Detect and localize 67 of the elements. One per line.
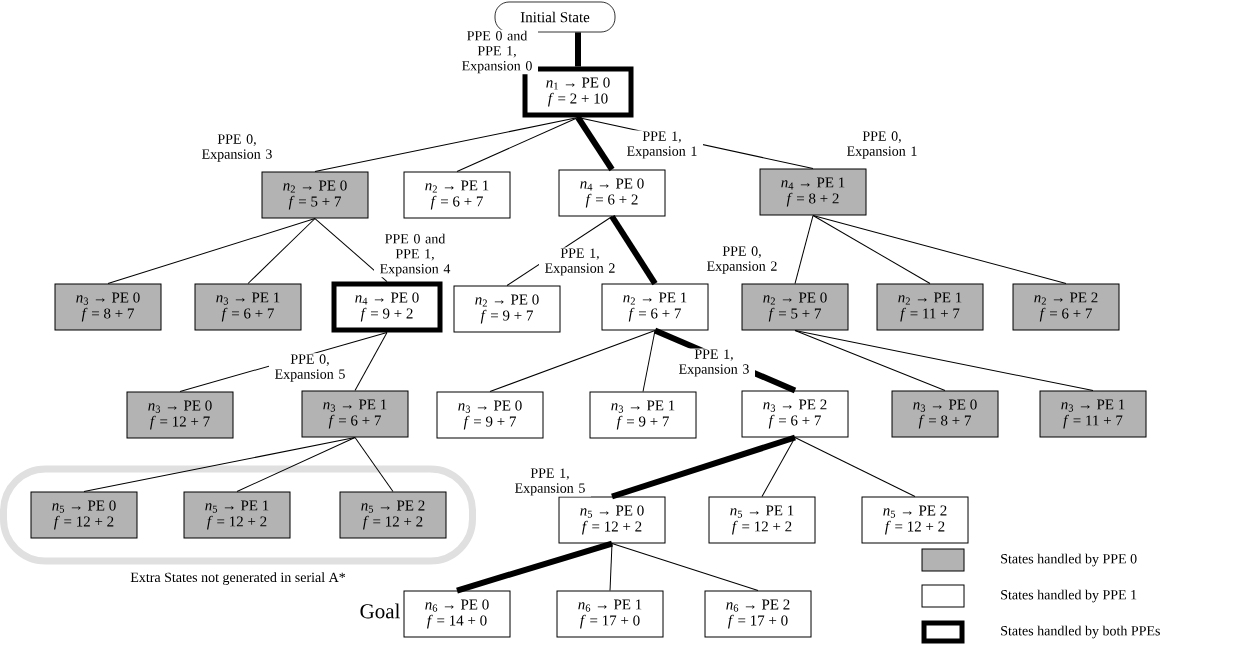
tree-edge [642, 330, 656, 392]
state-box: n$_{3}$ → PE 0 f = 9 + 7 [436, 391, 544, 439]
state-box: n$_{2}$ → PE 2 f = 6 + 7 [1012, 283, 1120, 331]
state-box: n$_{2}$ → PE 0 f = 5 + 7 [261, 171, 369, 219]
tree-edge [609, 214, 658, 286]
state-box: n$_{3}$ → PE 1 f = 9 + 7 [589, 391, 697, 439]
state-box: n$_{4}$ → PE 1 f = 8 + 2 [759, 168, 867, 216]
state-box: n$_{2}$ → PE 1 f = 6 + 7 [403, 171, 511, 219]
tree-edge [611, 434, 796, 500]
tree-edge [794, 330, 946, 391]
node-label: Extra States not generated in serial A* [130, 572, 346, 585]
expansion-label: PPE 0, Expansion 2 [701, 245, 783, 275]
state-box: n$_{3}$ → PE 0 f = 8 + 7 [54, 283, 162, 331]
state-box: n$_{2}$ → PE 0 f = 9 + 7 [453, 285, 561, 333]
tree-edge [314, 117, 579, 172]
goal-label: Goal [358, 602, 402, 620]
expansion-label: PPE 0 and PPE 1, Expansion 4 [374, 232, 456, 278]
legend-text: States handled by PPE 1 [1001, 589, 1137, 603]
tree-edge [314, 218, 388, 282]
tree-edge [489, 330, 656, 392]
tree-edge [575, 32, 581, 67]
tree-edge [761, 437, 796, 497]
tree-edge [456, 117, 579, 172]
tree-edge [812, 215, 931, 284]
state-box: n$_{3}$ → PE 1 f = 11 + 7 [1039, 390, 1147, 438]
expansion-label: PPE 1, Expansion 3 [673, 348, 755, 378]
expansion-label: PPE 1, Expansion 1 [621, 130, 703, 160]
expansion-label: PPE 0, Expansion 1 [841, 130, 923, 160]
tree-edge [247, 218, 316, 284]
state-box: n$_{3}$ → PE 1 f = 6 + 7 [194, 283, 302, 331]
state-box: n$_{5}$ → PE 0 f = 12 + 2 [30, 491, 138, 539]
state-box: n$_{6}$ → PE 1 f = 17 + 0 [556, 590, 664, 638]
expansion-label: PPE 0, Expansion 3 [196, 133, 278, 163]
state-box: n$_{3}$ → PE 1 f = 6 + 7 [301, 390, 409, 438]
state-box: n$_{6}$ → PE 0 f = 14 + 0 [403, 590, 511, 638]
state-box: n$_{5}$ → PE 1 f = 12 + 2 [708, 496, 816, 544]
expansion-label: PPE 1, Expansion 2 [539, 247, 621, 277]
legend-text: States handled by PPE 0 [1001, 553, 1137, 567]
state-box: n$_{5}$ → PE 1 f = 12 + 2 [183, 491, 291, 539]
expansion-label: PPE 0 and PPE 1, Expansion 0 [456, 29, 538, 75]
tree-edge [611, 543, 759, 591]
tree-edge [609, 543, 613, 591]
state-box: n$_{3}$ → PE 2 f = 6 + 7 [741, 390, 849, 438]
state-box: n$_{5}$ → PE 2 f = 12 + 2 [861, 496, 969, 544]
state-box: n$_{6}$ → PE 2 f = 17 + 0 [704, 590, 812, 638]
state-box: n$_{4}$ → PE 0 f = 6 + 2 [558, 169, 666, 217]
expansion-label: PPE 1, Expansion 5 [509, 467, 591, 497]
expansion-label: PPE 0, Expansion 5 [269, 353, 351, 383]
state-box: n$_{2}$ → PE 1 f = 11 + 7 [876, 283, 984, 331]
state-box: n$_{3}$ → PE 0 f = 12 + 7 [126, 391, 234, 439]
tree-edge [83, 437, 356, 492]
tree-edge [107, 218, 316, 284]
tree-edge [794, 437, 916, 497]
tree-edge [354, 437, 394, 492]
tree-edge [236, 437, 356, 492]
legend-text: States handled by both PPEs [1001, 625, 1160, 639]
tree-edge [812, 215, 1067, 284]
tree-edge [456, 540, 613, 594]
tree-edge [794, 215, 814, 284]
state-box: n$_{5}$ → PE 2 f = 12 + 2 [339, 491, 447, 539]
state-box: n$_{4}$ → PE 0 f = 9 + 2 [331, 281, 443, 333]
tree-edge [354, 332, 388, 391]
tree-edge [575, 115, 615, 172]
tree-edge [794, 330, 1094, 391]
state-box: n$_{2}$ → PE 1 f = 6 + 7 [601, 283, 709, 331]
state-box: n$_{3}$ → PE 0 f = 8 + 7 [891, 390, 999, 438]
state-box: n$_{2}$ → PE 0 f = 5 + 7 [741, 283, 849, 331]
